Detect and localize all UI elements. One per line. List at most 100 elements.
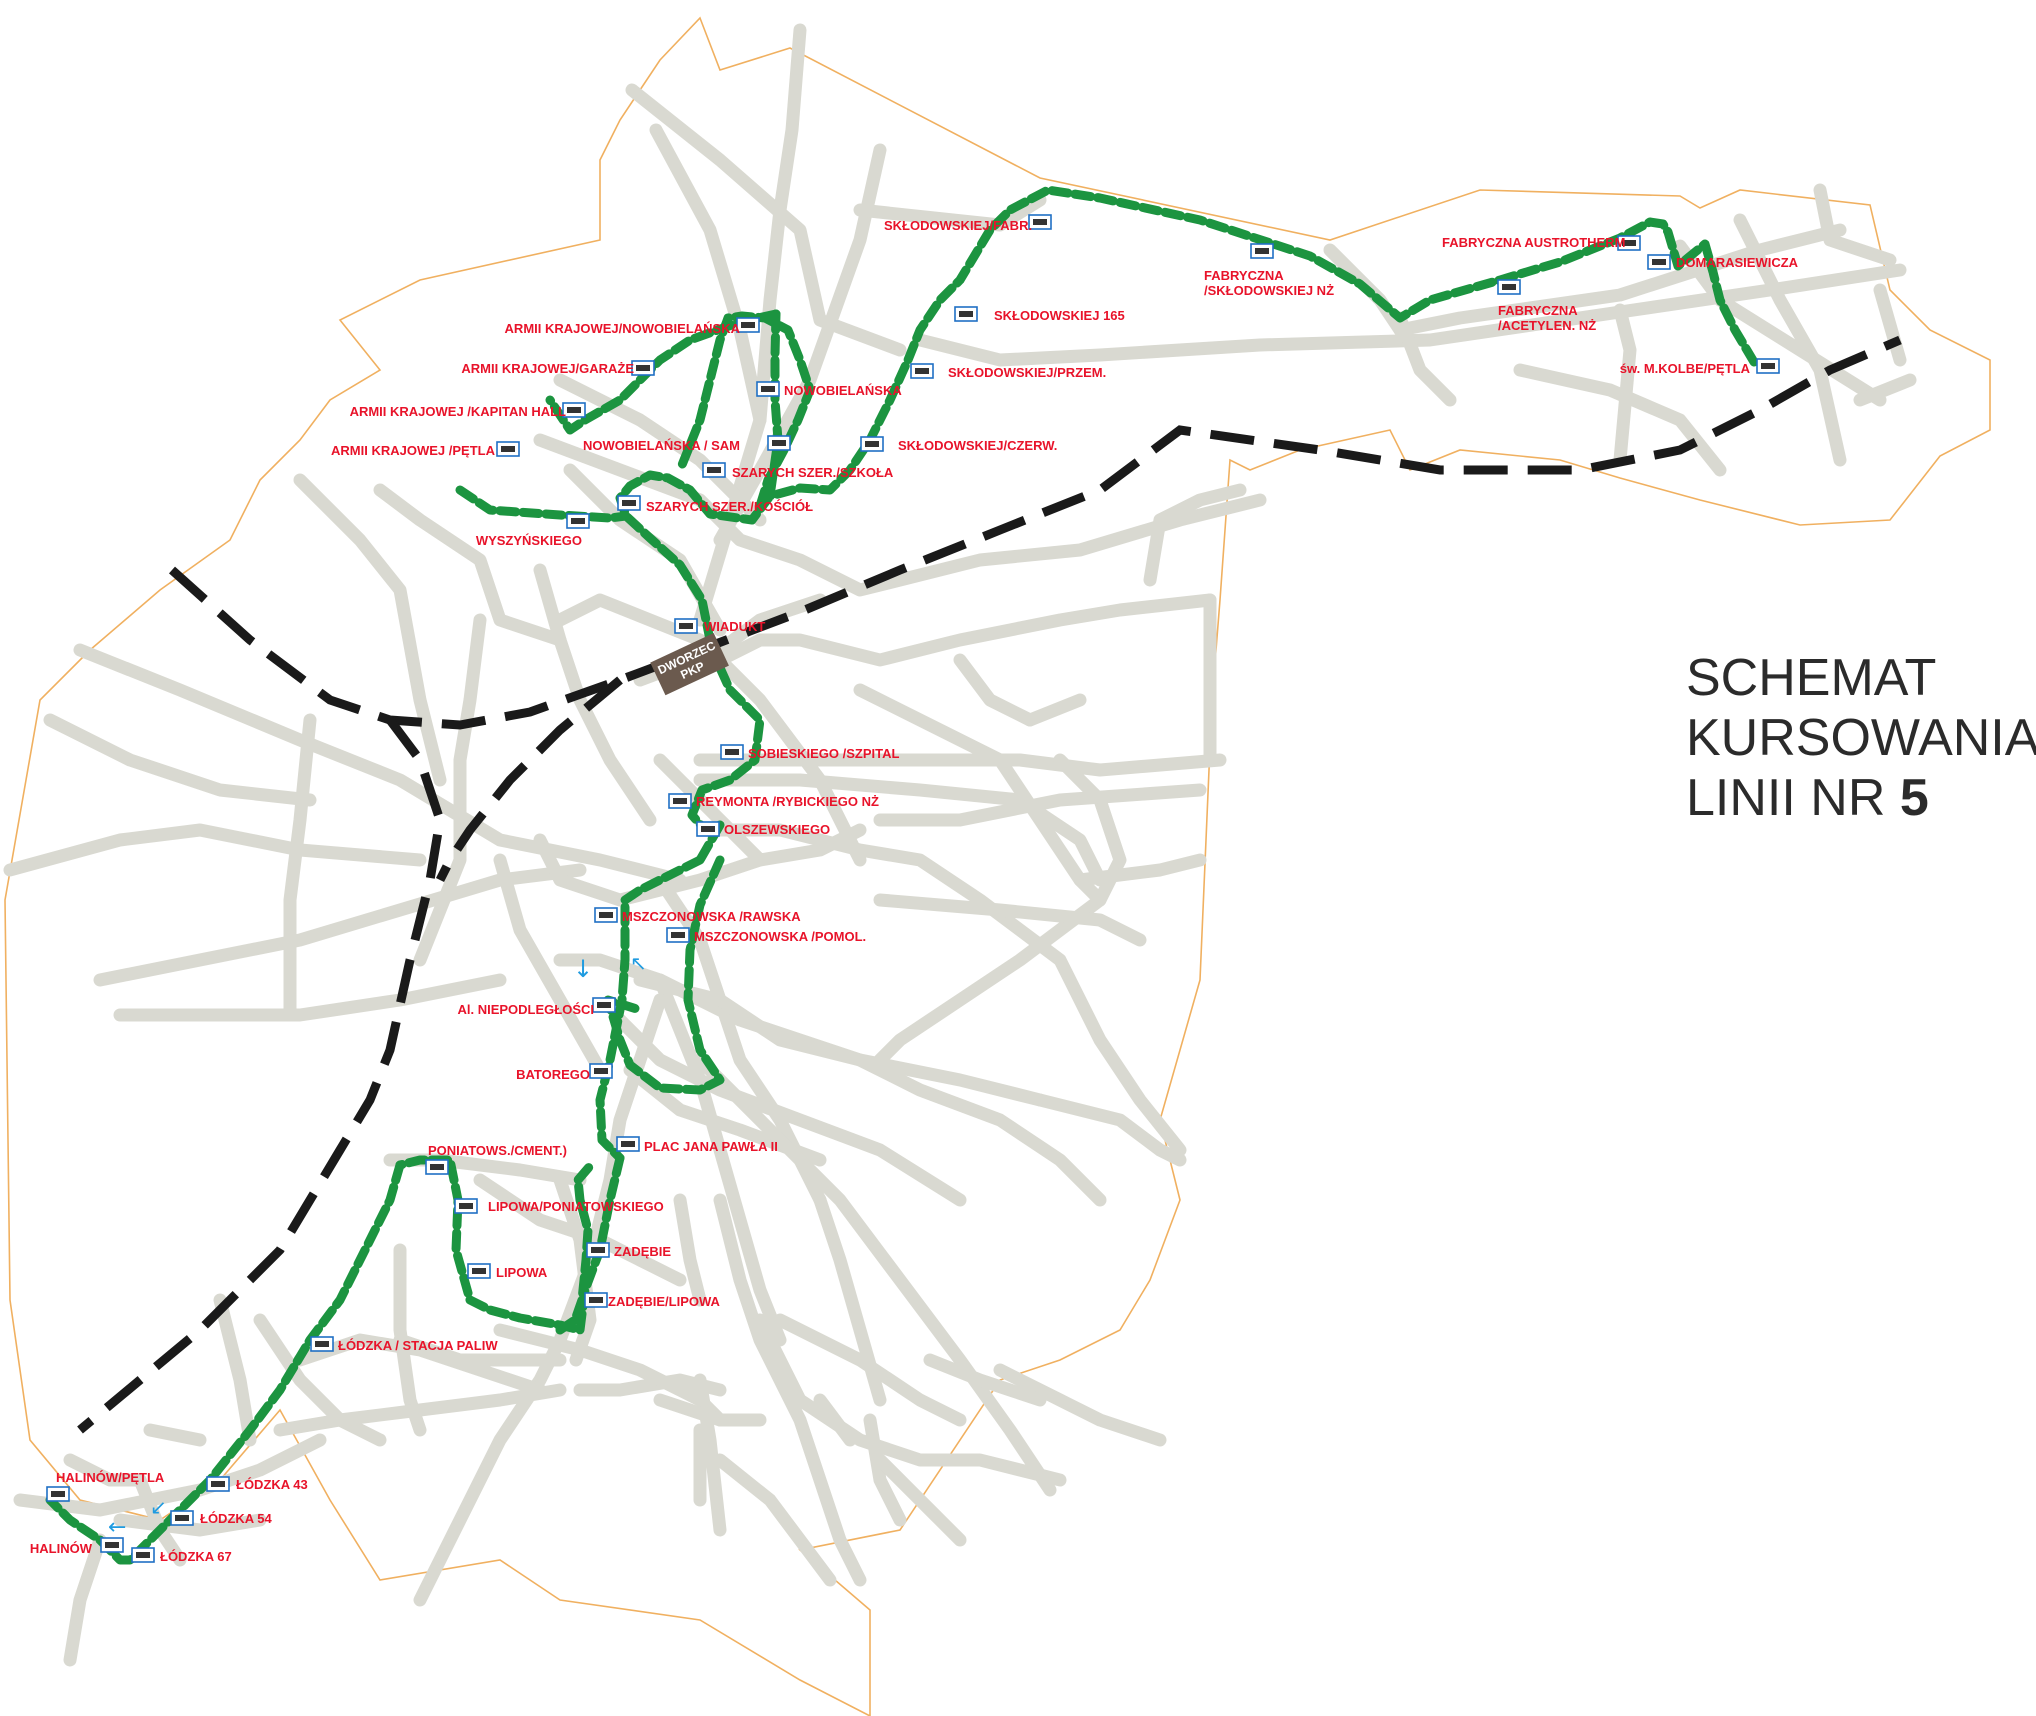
bus-stop: SZARYCH SZER./SZKOŁA — [702, 462, 894, 480]
bus-stop: NOWOBIELAŃSKA — [756, 381, 902, 398]
stop-label: ARMII KRAJOWEJ /KAPITAN HALL — [350, 404, 566, 419]
bus-stop-icon — [586, 1242, 610, 1258]
bus-stop-icon — [756, 381, 780, 397]
line-number: 5 — [1899, 769, 1929, 827]
bus-stop-icon — [592, 997, 616, 1013]
bus-stop-icon — [100, 1537, 124, 1553]
bus-stop: SKŁODOWSKIEJ/FABR. — [884, 214, 1052, 233]
bus-stop-icon — [46, 1486, 70, 1502]
title-line2: KURSOWANIA — [1686, 709, 2036, 767]
bus-stop-icon — [310, 1336, 334, 1352]
bus-stop-icon — [131, 1547, 155, 1563]
map-title: SCHEMAT KURSOWANIA LINII NR 5 — [1686, 648, 2036, 828]
stop-label: SKŁODOWSKIEJ/CZERW. — [898, 438, 1057, 453]
stop-label: HALINÓW/PĘTLA — [56, 1470, 165, 1485]
bus-stop: MSZCZONOWSKA /POMOL. — [666, 927, 866, 944]
bus-stop: WYSZYŃSKIEGO — [476, 513, 590, 548]
bus-stop-icon — [617, 495, 641, 511]
stop-label: ARMII KRAJOWEJ/NOWOBIELAŃSKA — [505, 321, 741, 336]
bus-stop-icon — [860, 436, 884, 452]
street-network — [3, 23, 1917, 1667]
stop-label: REYMONTA /RYBICKIEGO NŻ — [696, 794, 879, 809]
bus-stop: ARMII KRAJOWEJ /PĘTLA — [331, 441, 520, 458]
stop-label: ZADĘBIE/LIPOWA — [608, 1294, 721, 1309]
bus-stop: św. M.KOLBE/PĘTLA — [1620, 358, 1780, 376]
bus-stop: ARMII KRAJOWEJ /KAPITAN HALL — [350, 402, 586, 419]
stop-label: ŁÓDZKA 43 — [236, 1477, 308, 1492]
direction-arrow-icon: ↖ — [630, 951, 647, 975]
bus-stop-icon — [1647, 254, 1671, 270]
bus-stop-icon — [631, 360, 655, 376]
stop-label: ZADĘBIE — [614, 1244, 671, 1259]
stop-label: WIADUKT — [704, 619, 765, 634]
route-line-5 — [45, 185, 1759, 1565]
bus-stop: OLSZEWSKIEGO — [696, 821, 830, 837]
stop-label: SOBIESKIEGO /SZPITAL — [748, 746, 900, 761]
direction-arrow-icon: ← — [108, 1515, 126, 1540]
stop-label: ARMII KRAJOWEJ /PĘTLA — [331, 443, 496, 458]
stop-label: ŁÓDZKA 54 — [200, 1511, 273, 1526]
bus-stop: SKŁODOWSKIEJ 165 — [954, 306, 1125, 323]
bus-stop: WIADUKT — [674, 618, 765, 634]
stop-label: MSZCZONOWSKA /RAWSKA — [622, 909, 801, 924]
bus-stop: SOBIESKIEGO /SZPITAL — [720, 744, 900, 761]
title-line3: LINII NR 5 — [1686, 769, 1929, 827]
bus-stop-icon — [910, 363, 934, 379]
stop-label: PONIATOWS./CMENT.) — [428, 1143, 567, 1158]
bus-stop-icon — [584, 1292, 608, 1308]
bus-stop-icon — [1250, 243, 1274, 259]
bus-stop: FABRYCZNA/SKŁODOWSKIEJ NŻ — [1204, 243, 1334, 298]
bus-stop: MSZCZONOWSKA /RAWSKA — [594, 907, 801, 924]
bus-stop-icon — [562, 402, 586, 418]
bus-stop: LIPOWA/PONIATOWSKIEGO — [454, 1198, 664, 1214]
bus-stop-icon — [589, 1063, 613, 1079]
bus-stop: SKŁODOWSKIEJ/CZERW. — [860, 436, 1057, 453]
stop-label: HALINÓW — [30, 1541, 93, 1556]
bus-stop: ŁÓDZKA 43 — [206, 1476, 308, 1492]
bus-stop-icon — [496, 441, 520, 457]
bus-stop-icon — [566, 513, 590, 529]
bus-stop: REYMONTA /RYBICKIEGO NŻ — [668, 793, 879, 809]
bus-stop-icon — [767, 435, 791, 451]
bus-stop: ŁÓDZKA / STACJA PALIW — [310, 1336, 498, 1353]
stop-label: BATOREGO — [516, 1067, 590, 1082]
bus-stop-icon — [954, 306, 978, 322]
bus-stop-icon — [736, 317, 760, 333]
stop-label: LIPOWA — [496, 1265, 548, 1280]
bus-stop: PONIATOWS./CMENT.) — [425, 1143, 567, 1175]
bus-stop: NOWOBIELAŃSKA / SAM — [583, 435, 791, 453]
bus-stop-icon — [1028, 214, 1052, 230]
bus-stop-icon — [696, 821, 720, 837]
stop-label: SZARYCH SZER./SZKOŁA — [732, 465, 894, 480]
bus-stop-icon — [467, 1263, 491, 1279]
direction-arrows: ↓ ↖ ← ↙ — [108, 951, 647, 1540]
stop-label: SKŁODOWSKIEJ/FABR. — [884, 218, 1032, 233]
stop-label: NOWOBIELAŃSKA / SAM — [583, 438, 740, 453]
direction-arrow-icon: ↙ — [150, 1495, 167, 1519]
bus-stop: ARMII KRAJOWEJ/NOWOBIELAŃSKA — [505, 317, 760, 336]
stop-label: FABRYCZNA AUSTROTHERM — [1442, 235, 1625, 250]
title-line1: SCHEMAT — [1686, 649, 1937, 707]
bus-stop: FABRYCZNA AUSTROTHERM — [1442, 235, 1641, 251]
bus-stop-icon — [454, 1198, 478, 1214]
bus-stop: FABRYCZNA/ACETYLEN. NŻ — [1497, 279, 1596, 333]
bus-stop: HALINÓW/PĘTLA — [46, 1470, 165, 1502]
bus-stop-icon — [1756, 358, 1780, 374]
bus-stop: BATOREGO — [516, 1063, 613, 1082]
bus-stop: ZADĘBIE/LIPOWA — [584, 1292, 721, 1309]
bus-stop-icon — [666, 927, 690, 943]
bus-stop: LIPOWA — [467, 1263, 548, 1280]
bus-stop-icon — [616, 1136, 640, 1152]
bus-stop-icon — [1497, 279, 1521, 295]
bus-stops: SKŁODOWSKIEJ/FABR. SKŁODOWSKIEJ 165SKŁODO… — [30, 214, 1799, 1564]
bus-stop: SKŁODOWSKIEJ/PRZEM. — [910, 363, 1106, 380]
bus-stop: ŁÓDZKA 54 — [170, 1510, 273, 1526]
bus-stop: HALINÓW — [30, 1537, 124, 1556]
stop-label: Al. NIEPODLEGŁOŚCI — [457, 1002, 594, 1017]
bus-stop-icon — [702, 462, 726, 478]
stop-label: NOWOBIELAŃSKA — [784, 383, 902, 398]
bus-stop: SZARYCH SZER./KOŚCIÓŁ — [617, 495, 813, 514]
stop-label: SKŁODOWSKIEJ 165 — [994, 308, 1125, 323]
stop-label: św. M.KOLBE/PĘTLA — [1620, 361, 1751, 376]
bus-stop-icon — [594, 907, 618, 923]
